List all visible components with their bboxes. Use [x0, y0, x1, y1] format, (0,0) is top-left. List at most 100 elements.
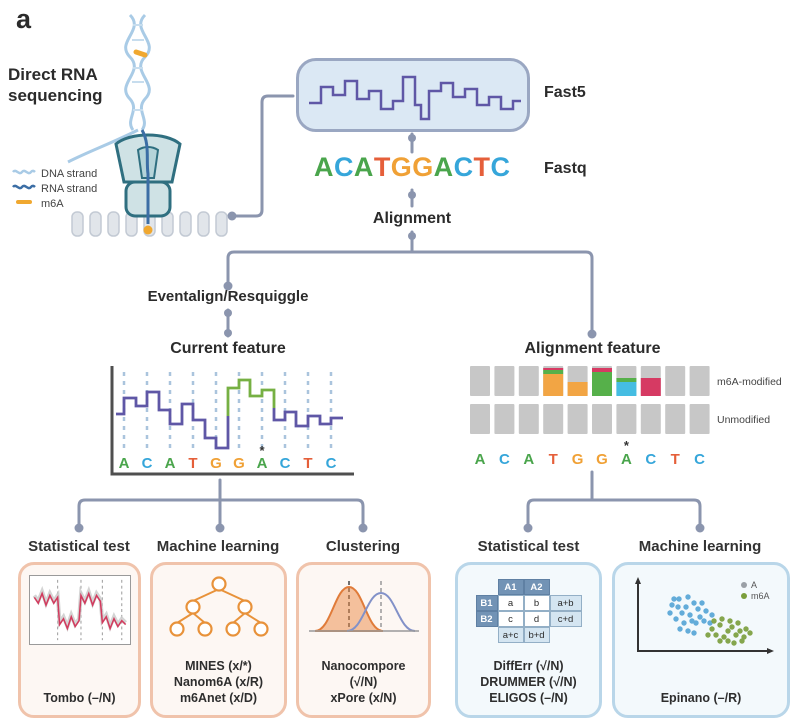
- panel-letter: a: [16, 4, 32, 34]
- m6a-points: [705, 616, 753, 646]
- epinano-box: A m6A Epinano (–/R): [612, 562, 790, 718]
- epinano-tools: Epinano (–/R): [661, 690, 742, 706]
- base-letter: C: [333, 152, 354, 182]
- base-letter: T: [671, 451, 680, 468]
- tool-label: MINES (x/*): [185, 659, 252, 673]
- modified-base-letter: A: [257, 455, 268, 472]
- base-letter: C: [326, 455, 337, 472]
- tombo-box: Tombo (–/N): [18, 562, 141, 718]
- base-letter: C: [645, 451, 656, 468]
- table-row-header: B1: [475, 595, 498, 611]
- modified-base-letter: A: [621, 451, 632, 468]
- base-letter: C: [694, 451, 705, 468]
- current-feature-sequence: A C A T G G A C T C: [119, 455, 337, 472]
- tombo-tools: Tombo (–/N): [44, 690, 116, 706]
- base-letter: T: [473, 152, 491, 182]
- m6a-icon: [12, 197, 36, 210]
- read-pileup-unmodified: [470, 404, 710, 434]
- tool-label: m6Anet (x/D): [179, 691, 258, 705]
- tool-label: Epinano (–/R): [660, 691, 742, 705]
- table-sum-cell: c+d: [549, 611, 582, 627]
- scatter-plot: A m6A: [635, 577, 774, 654]
- base-letter: A: [119, 455, 130, 472]
- table-sum-cell: a+c: [497, 627, 524, 643]
- ml-left-tools: MINES (x/*) Nanom6A (x/R) m6Anet (x/D): [174, 658, 263, 706]
- table-cell: c: [497, 611, 524, 627]
- heading-machine-learning-left: Machine learning: [156, 538, 280, 555]
- stat-test-right-box: A1 A2 B1 a b a+b B2 c d c+d a+c b+d Diff…: [455, 562, 602, 718]
- current-signal-purple-2: [272, 408, 343, 428]
- eventalign-step-label: Eventalign/Resquiggle: [147, 288, 309, 305]
- fast5-signal-box: [296, 58, 530, 132]
- legend-row-dna: DNA strand: [12, 166, 97, 181]
- legend-a-label: A: [751, 580, 757, 590]
- fast5-label: Fast5: [544, 84, 586, 101]
- legend-m6a-label: m6A: [751, 591, 770, 601]
- base-letter: T: [303, 455, 312, 472]
- current-signal-purple: [116, 390, 230, 450]
- table-sum-cell: a+b: [549, 595, 582, 611]
- unmodified-points: [667, 594, 715, 636]
- legend-row-m6a: m6A: [12, 196, 97, 211]
- current-signal-modified-green: [226, 378, 276, 416]
- table-sum-cell: b+d: [523, 627, 550, 643]
- base-letter: A: [433, 152, 454, 182]
- decision-tree-diagram: [168, 576, 269, 637]
- table-blank-cell: [550, 627, 582, 643]
- clustering-tools: Nanocompore (√/N) xPore (x/N): [321, 658, 405, 706]
- tool-label: Nanocompore: [321, 659, 406, 673]
- table-cell: d: [523, 611, 550, 627]
- table-blank-cell: [476, 579, 498, 595]
- base-letter: A: [353, 152, 374, 182]
- table-blank-cell: [550, 579, 582, 595]
- base-letter: C: [142, 455, 153, 472]
- current-feature-plot: * A C A T G G A C T C: [110, 366, 354, 476]
- base-letter: G: [210, 455, 222, 472]
- table-col-header: A2: [523, 579, 550, 595]
- stat-test-right-tools: DiffErr (√/N) DRUMMER (√/N) ELIGOS (–/N): [480, 658, 576, 706]
- modified-base-star: *: [259, 443, 265, 458]
- alignment-feature-plot: * A C A T G G A C T C: [470, 366, 710, 468]
- legend-row-rna: RNA strand: [12, 181, 97, 196]
- base-letter: C: [280, 455, 291, 472]
- fastq-label: Fastq: [544, 160, 587, 177]
- base-letter: A: [523, 451, 534, 468]
- alignment-step-label: Alignment: [372, 210, 452, 227]
- table-blank-cell: [476, 627, 498, 643]
- base-letter: T: [549, 451, 558, 468]
- dna-strand-icon: [12, 167, 36, 180]
- legend-a-dot: [741, 582, 747, 588]
- base-letter: A: [475, 451, 486, 468]
- tool-label: DiffErr (√/N): [493, 659, 564, 673]
- read-pileup-modified: [470, 366, 710, 396]
- base-letter: C: [490, 152, 510, 182]
- m6a-dot: [143, 225, 153, 235]
- heading-clustering: Clustering: [325, 538, 401, 555]
- legend-m6a-dot: [741, 593, 747, 599]
- heading-statistical-test-right: Statistical test: [477, 538, 580, 555]
- direct-rna-title-line2: sequencing: [8, 86, 103, 105]
- direct-rna-title-line1: Direct RNA: [8, 65, 98, 84]
- legend-label-dna: DNA strand: [41, 167, 98, 180]
- base-letter: G: [412, 152, 434, 182]
- tombo-signal-chart: [28, 575, 131, 645]
- tool-label: Tombo (–/N): [43, 691, 116, 705]
- legend-label-rna: RNA strand: [41, 182, 98, 195]
- base-letter: T: [373, 152, 391, 182]
- base-letter: A: [165, 455, 176, 472]
- tool-label: Nanom6A (x/R): [173, 675, 264, 689]
- m6a-modified-row-label: m6A-modified: [717, 376, 782, 388]
- base-letter: G: [596, 451, 608, 468]
- modified-base-star: *: [624, 438, 630, 453]
- base-letter: C: [499, 451, 510, 468]
- rna-strand: [140, 129, 150, 224]
- plot-axes: [110, 366, 354, 476]
- strand-legend: DNA strand RNA strand m6A: [12, 166, 97, 211]
- base-letter: A: [314, 152, 334, 182]
- base-boundary-dashes: [122, 372, 333, 448]
- tool-label: (√/N): [349, 675, 378, 689]
- tool-label: DRUMMER (√/N): [480, 675, 577, 689]
- raw-signal-squiggle: [309, 75, 521, 121]
- alignment-feature-title: Alignment feature: [524, 340, 661, 357]
- heading-machine-learning-right: Machine learning: [638, 538, 762, 555]
